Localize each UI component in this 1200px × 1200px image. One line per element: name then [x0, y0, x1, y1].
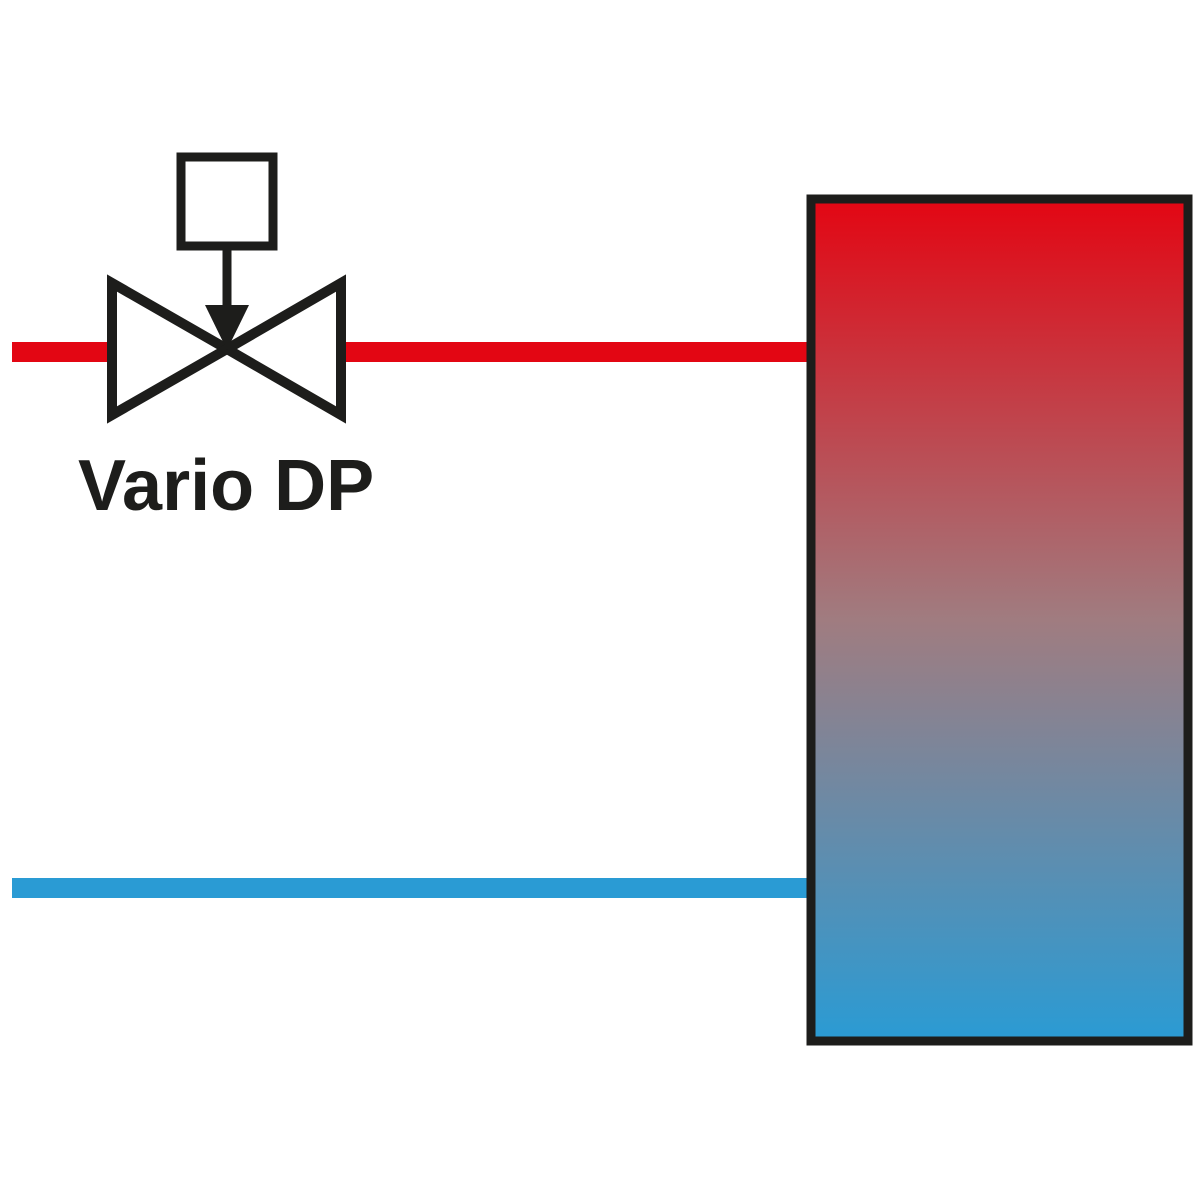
actuator-box	[176, 152, 278, 251]
storage-tank	[806, 194, 1193, 1046]
two-way-valve-with-actuator-icon	[107, 152, 346, 424]
valve-body-right	[217, 274, 346, 424]
actuator-arrow-head	[205, 305, 249, 350]
valve-body-left	[107, 274, 238, 424]
supply-pipe-left	[12, 342, 112, 362]
supply-pipe-right	[342, 342, 810, 362]
return-pipe	[12, 878, 810, 898]
valve-label: Vario DP	[78, 446, 374, 526]
